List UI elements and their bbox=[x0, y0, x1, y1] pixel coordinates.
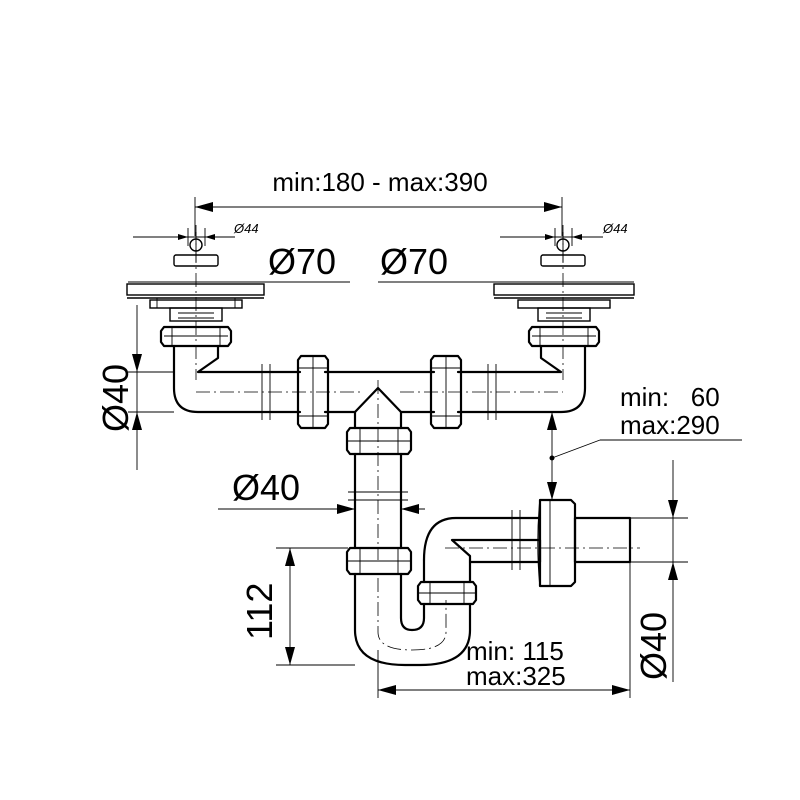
outlet-arm bbox=[422, 498, 640, 588]
right-pipe-dimension: Ø40 bbox=[630, 460, 688, 682]
height-max-label: max:290 bbox=[620, 410, 720, 440]
top-span-label: min:180 - max:390 bbox=[272, 167, 487, 197]
height-min-label: min: 60 bbox=[620, 382, 720, 412]
height-range-dimension: min: 60 max:290 bbox=[547, 382, 742, 500]
right-elbow-arm bbox=[400, 344, 587, 420]
height-112-dimension: 112 bbox=[239, 547, 355, 666]
length-min-label: min: 115 bbox=[466, 636, 564, 666]
middle-pipe-dia-label: Ø40 bbox=[232, 467, 300, 508]
right-pipe-dia-label: Ø40 bbox=[633, 612, 674, 680]
left-strainer: Ø44 bbox=[126, 221, 350, 380]
left-elbow-arm bbox=[172, 344, 360, 420]
left-basket-dia-label: Ø70 bbox=[268, 241, 336, 282]
vertical-pipe bbox=[345, 380, 413, 576]
left-small-dia-label: Ø44 bbox=[233, 221, 259, 236]
right-strainer: Ø44 bbox=[378, 221, 635, 380]
middle-pipe-dimension: Ø40 bbox=[218, 467, 425, 514]
left-pipe-dia-label: Ø40 bbox=[95, 364, 136, 432]
u-trap bbox=[353, 558, 478, 667]
right-small-dia-label: Ø44 bbox=[602, 221, 628, 236]
length-range-dimension: min: 115 max:325 bbox=[377, 562, 631, 698]
central-tee bbox=[296, 354, 463, 456]
right-basket-dia-label: Ø70 bbox=[380, 241, 448, 282]
top-span-dimension: min:180 - max:390 bbox=[194, 167, 563, 236]
height-112-label: 112 bbox=[239, 583, 280, 640]
length-max-label: max:325 bbox=[466, 661, 566, 691]
left-pipe-dimension: Ø40 bbox=[95, 305, 174, 470]
